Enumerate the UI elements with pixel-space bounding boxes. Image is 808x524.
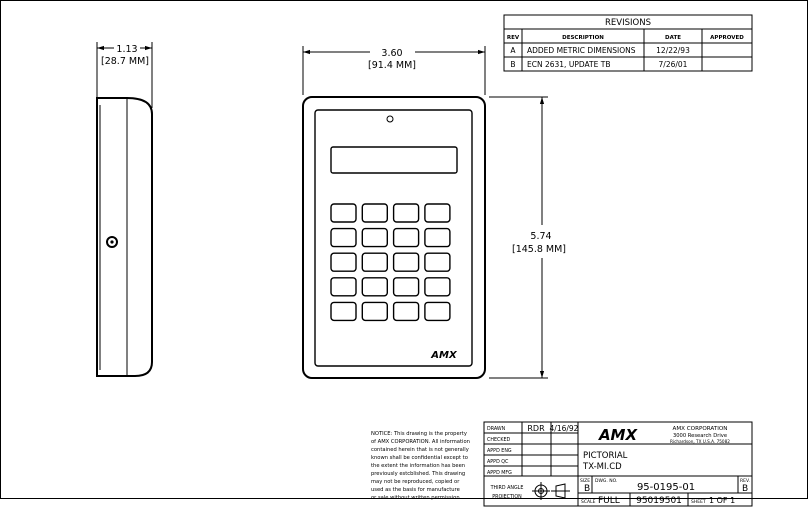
keypad-key [392,227,420,248]
keypad-key [361,301,388,322]
drawn-label: DRAWN [487,426,506,432]
rev-column-header: REV [507,35,520,41]
keypad-key [330,277,357,297]
side-port-icon [106,236,118,248]
notice-line: of AMX CORPORATION. All information [371,439,470,445]
company-address-2: Richardson, TX U.S.A. 75082 [670,439,730,444]
approved-column-header: APPROVED [710,35,744,41]
keypad-key [361,227,388,248]
company-name: AMX CORPORATION [673,426,728,432]
sheet-label: SHEET [691,499,706,505]
revisions-table: REVISIONS REV DESCRIPTION DATE APPROVED … [503,14,753,72]
keypad-key [392,301,420,322]
revision-a-rev: A [510,46,516,55]
depth-dimension: 1.13 [28.7 MM] [96,42,153,108]
sheet-border [0,0,808,499]
height-inches-label: 5.74 [530,231,551,242]
scale-label: SCALE [581,499,596,505]
width-dimension: 3.60 [91.4 MM] [302,46,486,95]
company-address-1: 3000 Research Drive [673,433,727,439]
size-label: SIZE [580,478,590,484]
checked-label: CHECKED [487,437,511,443]
drawing-title-line-2: TX-MI.CD [582,462,622,472]
depth-inches-label: 1.13 [116,44,137,55]
depth-mm-label: [28.7 MM] [101,56,149,67]
title-block-logo: AMX [598,426,639,444]
notice-line: the extent the information has been [371,463,465,469]
height-mm-label: [145.8 MM] [512,244,566,255]
notice-line: may not be reproduced, copied or [371,479,460,485]
width-inches-label: 3.60 [381,48,402,59]
notice-line: used as the basis for manufacture [371,487,460,493]
keypad-key [330,301,357,322]
projection-label-2: PROJECTION [492,494,522,500]
appd-mfg-label: APPD MFG [487,470,512,476]
rev-label: REV. [740,478,750,484]
notice-line: previously estcblished. This drawing [371,471,465,477]
dwg-no-label: DWG. NO. [595,478,617,484]
keypad-key [392,203,420,223]
revision-b-date: 7/26/01 [659,60,688,69]
keypad-key [361,203,388,223]
part-number: 95019501 [636,496,682,506]
keypad-key [424,252,451,272]
scale-value: FULL [598,496,620,506]
keypad-key [392,252,420,272]
led-indicator-icon [386,115,394,123]
keypad [330,203,451,322]
keypad-key [361,277,388,297]
keypad-key [392,277,420,297]
height-dimension: 5.74 [145.8 MM] [489,96,566,379]
device-logo: AMX [430,350,458,361]
keypad-key [330,227,357,248]
sheet-value: 1 OF 1 [709,496,735,505]
side-view [96,97,153,377]
keypad-key [424,203,451,223]
revision-a-date: 12/22/93 [656,46,690,55]
revision-b-description: ECN 2631, UPDATE TB [527,60,610,69]
front-view: AMX [302,96,486,379]
lcd-display [330,146,458,174]
revision-a-description: ADDED METRIC DIMENSIONS [527,46,636,55]
notice-line: contained herein that is not generally [371,447,469,453]
drawing-number: 95-0195-01 [637,482,695,493]
drawing-title-line-1: PICTORIAL [583,451,628,461]
notice-line: or sale without written permission. [371,495,462,501]
rev-value: B [742,484,748,494]
keypad-key [330,252,357,272]
appd-qc-label: APPD QC [487,459,509,465]
notice-line: NOTICE: This drawing is the property [371,431,467,437]
third-angle-projection-icon [532,482,570,500]
appd-eng-label: APPD ENG [487,448,512,454]
notice-block: NOTICE: This drawing is the property of … [371,431,470,501]
title-block: DRAWN RDR 4/16/92 CHECKED APPD ENG APPD … [483,421,753,507]
projection-label: THIRD ANGLE [490,485,524,491]
revisions-title: REVISIONS [605,18,651,28]
description-column-header: DESCRIPTION [562,35,604,41]
width-mm-label: [91.4 MM] [368,60,416,71]
keypad-key [361,252,388,272]
drawn-name: RDR [527,424,545,433]
drawn-date: 4/16/92 [550,424,579,433]
keypad-key [424,301,451,322]
size-value: B [584,484,590,494]
keypad-key [424,227,451,248]
revision-b-rev: B [510,60,515,69]
date-column-header: DATE [665,35,681,41]
keypad-key [330,203,357,223]
notice-line: known shall be confidential except to [371,455,468,461]
keypad-key [424,277,451,297]
